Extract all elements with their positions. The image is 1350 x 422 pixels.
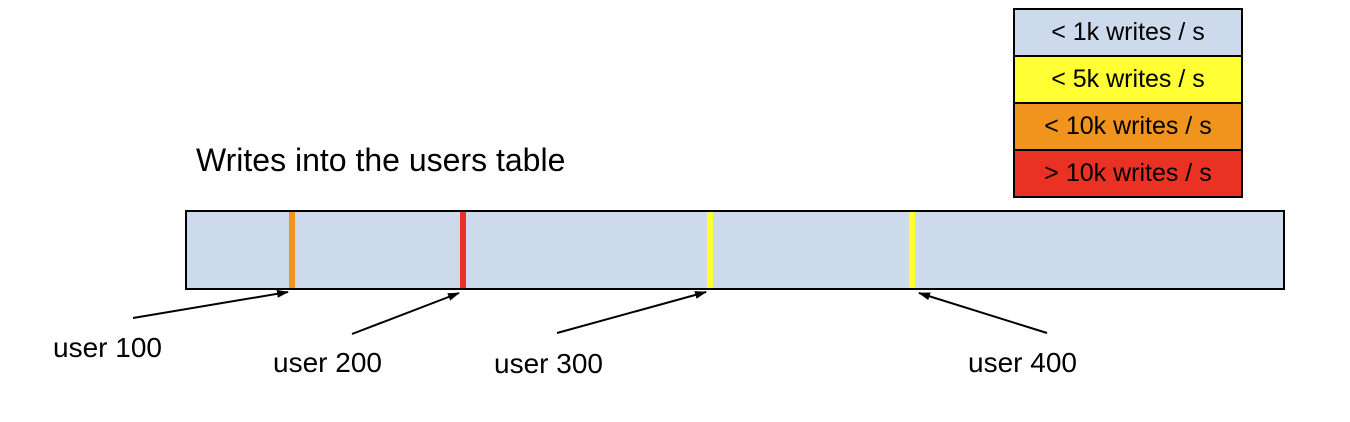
- arrow-user-200: [351, 292, 460, 335]
- label-user-100: user 100: [53, 332, 162, 363]
- hotspot-stripe-user-200: [460, 212, 466, 288]
- legend-item-lt-1k-label: < 1k writes / s: [1051, 18, 1205, 46]
- legend-item-gt-10k: > 10k writes / s: [1015, 151, 1241, 196]
- hotspot-stripe-user-100: [289, 212, 295, 288]
- legend-item-lt-5k-label: < 5k writes / s: [1051, 65, 1205, 93]
- hotspot-stripe-user-300: [707, 212, 713, 288]
- write-rate-legend: < 1k writes / s < 5k writes / s < 10k wr…: [1013, 8, 1243, 198]
- hotspot-stripe-user-400: [909, 212, 915, 288]
- legend-item-lt-10k: < 10k writes / s: [1015, 104, 1241, 151]
- label-user-300: user 300: [494, 348, 603, 379]
- diagram-title: Writes into the users table: [196, 142, 566, 178]
- legend-item-lt-10k-label: < 10k writes / s: [1044, 112, 1212, 140]
- arrow-user-100: [132, 289, 289, 319]
- arrow-user-300: [556, 291, 707, 334]
- arrow-user-400: [918, 292, 1048, 334]
- legend-item-gt-10k-label: > 10k writes / s: [1044, 159, 1212, 187]
- label-user-400: user 400: [968, 347, 1077, 378]
- legend-item-lt-5k: < 5k writes / s: [1015, 57, 1241, 104]
- users-table-bar: [185, 210, 1285, 290]
- legend-item-lt-1k: < 1k writes / s: [1015, 10, 1241, 57]
- label-user-200: user 200: [273, 347, 382, 378]
